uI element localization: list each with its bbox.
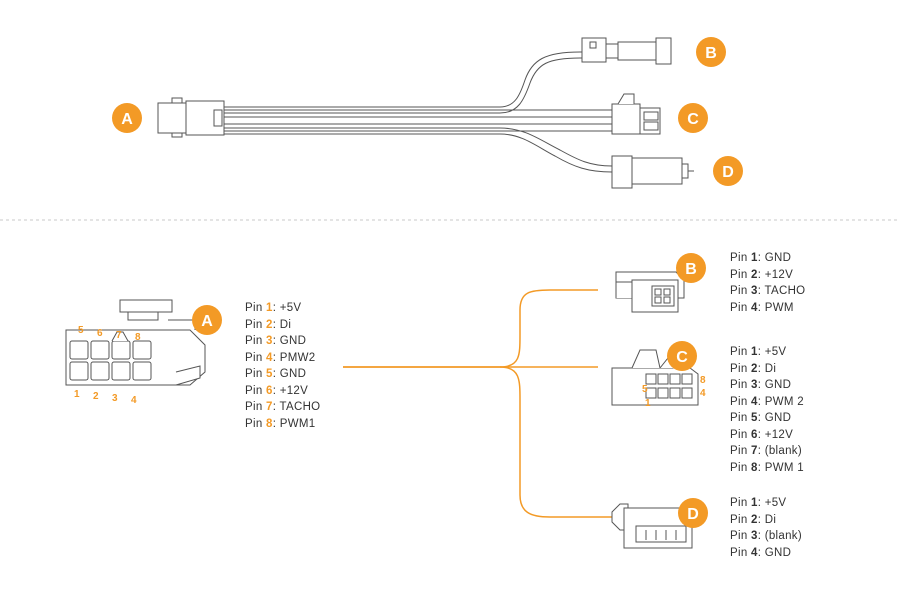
pin-row: Pin 4: GND (730, 546, 792, 559)
svg-text:C: C (687, 111, 699, 128)
svg-text:8: 8 (135, 332, 141, 343)
svg-text:2: 2 (93, 391, 99, 402)
badge-d-top: D (713, 156, 743, 186)
connector-b-pin-list: Pin 1: GND Pin 2: +12V Pin 3: TACHO Pin … (730, 250, 805, 316)
connector-c-plug (611, 93, 661, 135)
pin-row: Pin 1: +5V (730, 346, 787, 358)
svg-text:1: 1 (645, 398, 651, 409)
connector-d-front (611, 503, 693, 549)
connector-a-pin-list: Pin 1: +5V Pin 2: Di Pin 3: GND Pin 4: P… (245, 300, 320, 432)
pin-row: Pin 3: GND (730, 379, 792, 391)
pin-row: Pin 2: Di (730, 362, 777, 375)
connector-a-front (65, 299, 206, 386)
svg-text:5: 5 (642, 384, 648, 395)
pin-row: Pin 6: +12V (245, 384, 309, 397)
badge-c: C (667, 341, 697, 371)
connector-c-pin-numbers: 5 1 8 4 (642, 375, 706, 409)
cable-overview (224, 51, 613, 173)
pin-row: Pin 8: PWM 1 (730, 461, 804, 474)
badge-b: B (676, 253, 706, 283)
branch-lines (343, 289, 612, 518)
svg-text:4: 4 (131, 395, 137, 406)
pin-row: Pin 2: Di (730, 513, 777, 526)
svg-text:D: D (722, 164, 734, 181)
badge-c-top: C (678, 103, 708, 133)
svg-text:1: 1 (74, 389, 80, 400)
svg-text:7: 7 (116, 330, 122, 341)
connector-a-plug (157, 97, 225, 138)
pin-row: Pin 4: PMW2 (245, 351, 316, 364)
svg-text:3: 3 (112, 393, 118, 404)
connector-b-front (615, 271, 685, 313)
pin-row: Pin 6: +12V (730, 428, 794, 441)
svg-text:D: D (687, 506, 699, 523)
badge-a-top: A (112, 103, 142, 133)
pin-row: Pin 3: GND (245, 335, 307, 347)
pin-row: Pin 7: (blank) (730, 445, 802, 457)
pin-row: Pin 2: +12V (730, 268, 794, 281)
svg-text:6: 6 (97, 328, 103, 339)
svg-text:A: A (121, 111, 133, 128)
pin-row: Pin 1: +5V (245, 302, 302, 314)
pin-row: Pin 1: +5V (730, 497, 787, 509)
svg-text:4: 4 (700, 388, 706, 399)
pin-row: Pin 8: PWM1 (245, 417, 316, 430)
connector-c-pin-list: Pin 1: +5V Pin 2: Di Pin 3: GND Pin 4: P… (730, 344, 804, 476)
pin-row: Pin 3: (blank) (730, 530, 802, 542)
connector-b-plug (581, 37, 672, 65)
badge-a: A (192, 305, 222, 335)
pin-row: Pin 4: PWM 2 (730, 395, 804, 408)
pin-row: Pin 7: TACHO (245, 401, 321, 413)
pin-row: Pin 3: TACHO (730, 285, 806, 297)
svg-text:B: B (685, 261, 697, 278)
svg-text:B: B (705, 45, 717, 62)
connector-d-plug (611, 155, 694, 189)
pin-row: Pin 1: GND (730, 252, 792, 264)
connector-d-pin-list: Pin 1: +5V Pin 2: Di Pin 3: (blank) Pin … (730, 495, 802, 561)
pin-row: Pin 5: GND (245, 368, 307, 380)
svg-text:8: 8 (700, 375, 706, 386)
svg-text:5: 5 (78, 325, 84, 336)
pin-row: Pin 2: Di (245, 318, 292, 331)
svg-text:A: A (201, 313, 213, 330)
badge-d: D (678, 498, 708, 528)
pin-row: Pin 5: GND (730, 412, 792, 424)
svg-text:C: C (676, 349, 688, 366)
connector-a-pin-numbers: 5 6 7 8 1 2 3 4 (74, 325, 141, 406)
badge-b-top: B (696, 37, 726, 67)
pin-row: Pin 4: PWM (730, 301, 794, 314)
